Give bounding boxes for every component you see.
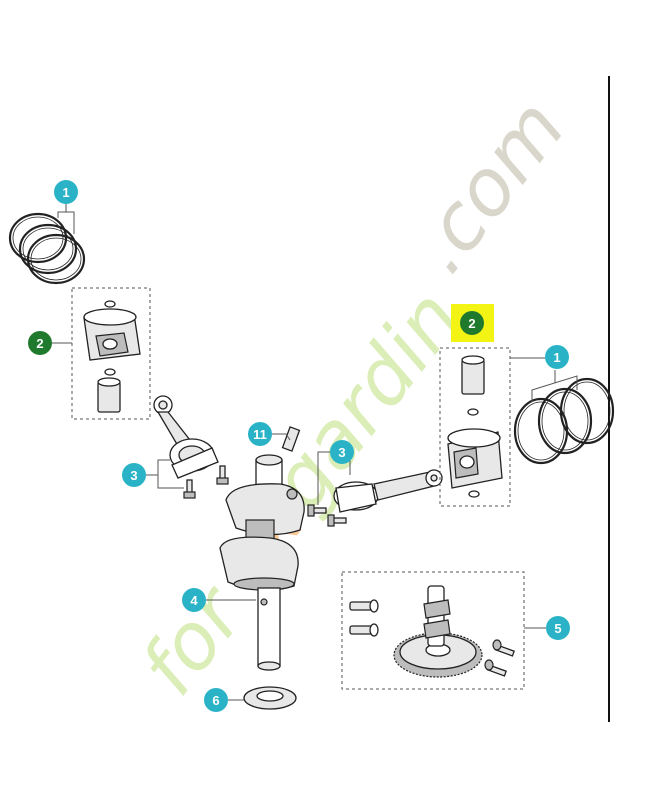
callout-6[interactable]: 6	[204, 688, 228, 712]
svg-text:2: 2	[468, 316, 475, 331]
svg-text:4: 4	[190, 593, 198, 608]
watermark-com: .com	[394, 83, 583, 289]
svg-text:1: 1	[62, 185, 69, 200]
piston-rings-right	[513, 370, 615, 465]
valve-tappet-2	[349, 623, 379, 637]
rod-bolt-right-1	[307, 504, 327, 517]
camshaft-assembly	[341, 571, 525, 690]
svg-text:5: 5	[554, 621, 561, 636]
piston-assembly-right	[439, 347, 511, 507]
callout-2-right[interactable]: 2	[451, 304, 494, 342]
watermark: for ex gardin .com	[124, 83, 583, 711]
callout-4[interactable]: 4	[182, 588, 206, 612]
callout-11[interactable]: 11	[248, 422, 272, 446]
rod-bolt-left-2	[216, 465, 229, 485]
rod-nut	[286, 488, 298, 500]
svg-text:11: 11	[253, 427, 267, 442]
rod-bolt-left-1	[183, 479, 196, 499]
cam-bolt-2	[484, 659, 507, 677]
svg-text:3: 3	[338, 445, 345, 460]
callout-5[interactable]: 5	[546, 616, 570, 640]
callout-1-right[interactable]: 1	[545, 345, 569, 369]
oil-seal	[243, 686, 297, 710]
callout-3-left[interactable]: 3	[122, 463, 146, 487]
piston-rings-left	[8, 204, 86, 285]
connecting-rod-right	[286, 469, 443, 527]
callout-3-right[interactable]: 3	[330, 440, 354, 464]
svg-text:2: 2	[36, 336, 43, 351]
connecting-rod-left	[153, 395, 229, 499]
svg-text:3: 3	[130, 468, 137, 483]
callout-2-left[interactable]: 2	[28, 331, 52, 355]
svg-text:1: 1	[553, 350, 560, 365]
cam-bolt-1	[492, 639, 515, 657]
callout-1-left[interactable]: 1	[54, 180, 78, 204]
svg-text:6: 6	[212, 693, 219, 708]
rod-bolt-right-2	[327, 514, 347, 527]
valve-tappet-1	[349, 599, 379, 613]
crank-key	[281, 426, 301, 452]
piston-assembly-left	[71, 287, 151, 420]
crankshaft	[219, 454, 305, 671]
